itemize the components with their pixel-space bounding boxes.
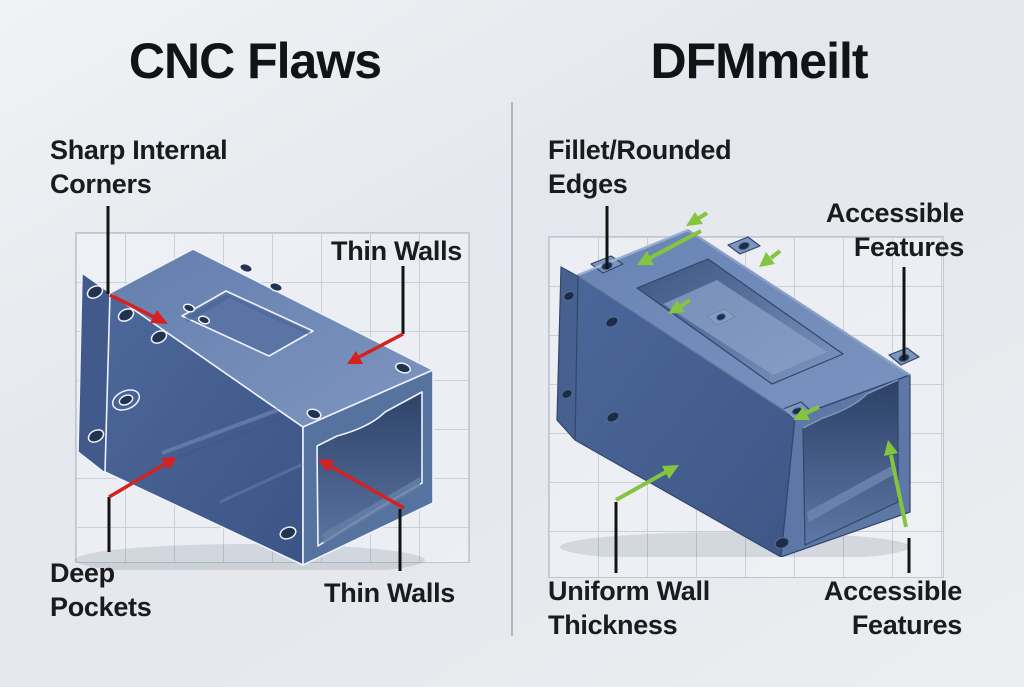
label-uniform-wall-thickness: Uniform Wall Thickness — [548, 576, 710, 641]
label-deep-pockets: Deep Pockets — [50, 558, 152, 623]
bolt-holes — [561, 241, 910, 549]
part-detail-lines — [577, 228, 911, 522]
panel-divider — [511, 102, 513, 636]
label-accessible-features-bottom: Accessible Features — [823, 576, 962, 641]
cnc-flawed-part-model — [75, 248, 434, 570]
left-panel-title: CNC Flaws — [128, 33, 382, 89]
part-shadow — [560, 532, 910, 557]
top-pocket — [181, 290, 314, 357]
label-thin-walls-bottom: Thin Walls — [324, 578, 455, 608]
dfm-improved-part-model — [556, 228, 920, 557]
part-faces — [556, 229, 920, 557]
label-sharp-internal-corners: Sharp Internal Corners — [50, 135, 228, 200]
label-thin-walls-top: Thin Walls — [331, 236, 462, 266]
right-panel-title: DFMmeilt — [650, 33, 869, 89]
label-fillet-rounded-edges: Fillet/Rounded Edges — [548, 135, 732, 200]
part-shadow — [75, 544, 425, 570]
label-accessible-features-top: Accessible Features — [825, 198, 964, 263]
